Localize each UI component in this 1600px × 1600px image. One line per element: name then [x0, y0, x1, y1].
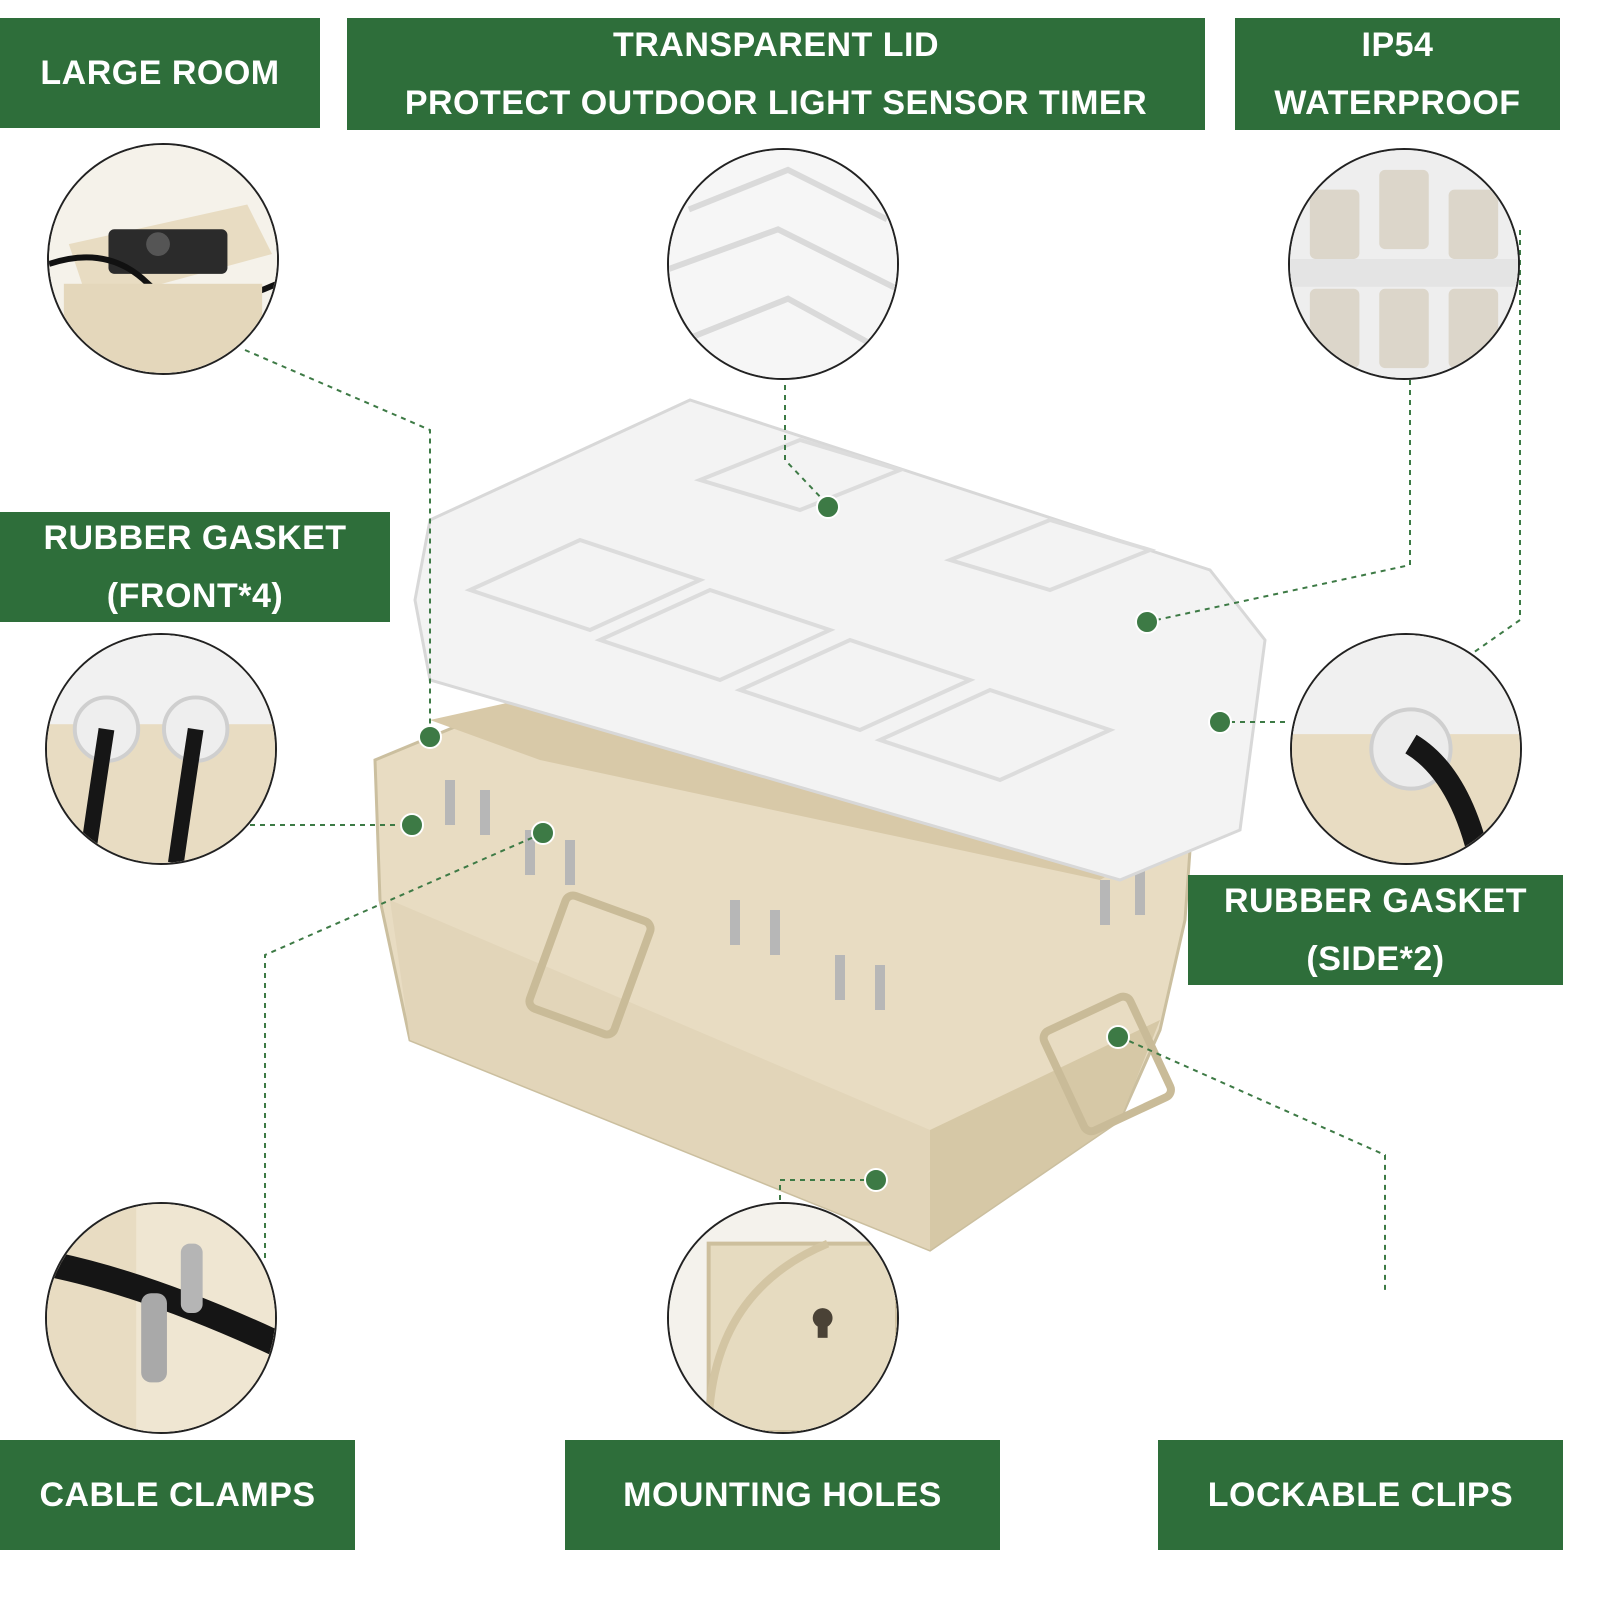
detail-large-room-image [47, 143, 279, 375]
transparent-lid [413, 398, 1267, 882]
label-ip54-waterproof: IP54 WATERPROOF [1235, 18, 1560, 130]
callout-dots [400, 495, 1232, 1192]
label-rubber-gasket-front: RUBBER GASKET (FRONT*4) [0, 512, 390, 622]
label-rubber-gasket-side: RUBBER GASKET (SIDE*2) [1188, 875, 1563, 985]
label-mounting-holes: MOUNTING HOLES [565, 1440, 1000, 1550]
detail-transparent-lid-image [667, 148, 899, 380]
label-large-room: LARGE ROOM [0, 18, 320, 128]
detail-waterproof-image [1288, 148, 1520, 380]
label-transparent-lid: TRANSPARENT LID PROTECT OUTDOOR LIGHT SE… [347, 18, 1205, 130]
detail-rubber-gasket-side-image [1290, 633, 1522, 865]
label-lockable-clips: LOCKABLE CLIPS [1158, 1440, 1563, 1550]
detail-rubber-gasket-front-image [45, 633, 277, 865]
label-cable-clamps: CABLE CLAMPS [0, 1440, 355, 1550]
callout-lines [244, 230, 1521, 1290]
detail-cable-clamps-image [45, 1202, 277, 1434]
detail-mounting-holes-image [667, 1202, 899, 1434]
